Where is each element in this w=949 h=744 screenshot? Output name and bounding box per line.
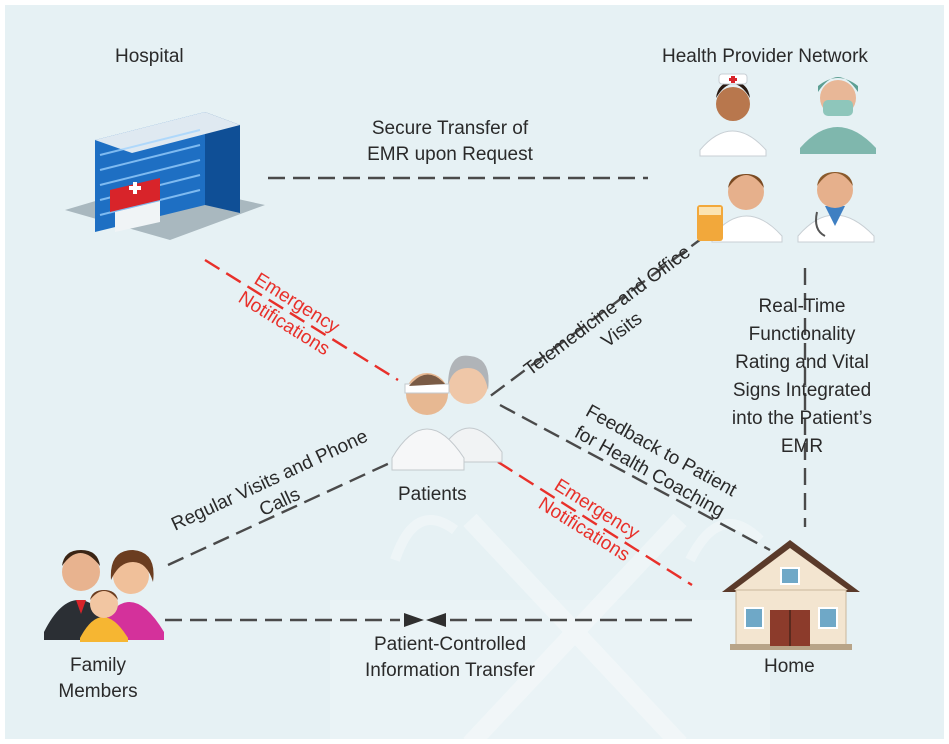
realtime-line3: Rating and Vital xyxy=(735,352,869,373)
surgeon-icon xyxy=(800,77,876,154)
realtime-line1: Real-Time xyxy=(758,296,846,317)
realtime-line2: Functionality xyxy=(748,324,856,345)
family-label-line1: Family xyxy=(70,655,126,676)
family-label: Family Members xyxy=(38,653,158,705)
hospital-label: Hospital xyxy=(115,46,184,67)
transfer-line2: Information Transfer xyxy=(364,660,536,681)
transfer-arrowheads xyxy=(404,613,446,627)
realtime-line4: Signs Integrated xyxy=(732,380,872,401)
home-label: Home xyxy=(764,656,815,677)
doctor-icon xyxy=(797,172,875,243)
network-label: Health Provider Network xyxy=(662,46,868,67)
realtime-label: Real-Time Functionality Rating and Vital… xyxy=(712,293,892,461)
emr-transfer-line2: EMR upon Request xyxy=(367,144,533,165)
pharmacist-icon xyxy=(697,174,783,243)
realtime-line5: into the Patient’s xyxy=(731,408,873,429)
emergency-hospital-line xyxy=(204,258,399,382)
transfer-line1: Patient-Controlled xyxy=(373,634,527,655)
patients-label: Patients xyxy=(398,484,467,505)
nurse-icon xyxy=(699,73,767,157)
regular-visits-line xyxy=(167,448,419,567)
transfer-label: Patient-Controlled Information Transfer xyxy=(340,632,560,684)
realtime-line6: EMR xyxy=(780,436,824,457)
telemedicine-line xyxy=(484,235,706,401)
emr-transfer-line1: Secure Transfer of xyxy=(371,118,529,139)
feedback-line xyxy=(499,403,771,552)
emergency-home-line xyxy=(497,460,693,587)
family-label-line2: Members xyxy=(58,681,138,702)
emr-transfer-label: Secure Transfer of EMR upon Request xyxy=(330,116,570,168)
